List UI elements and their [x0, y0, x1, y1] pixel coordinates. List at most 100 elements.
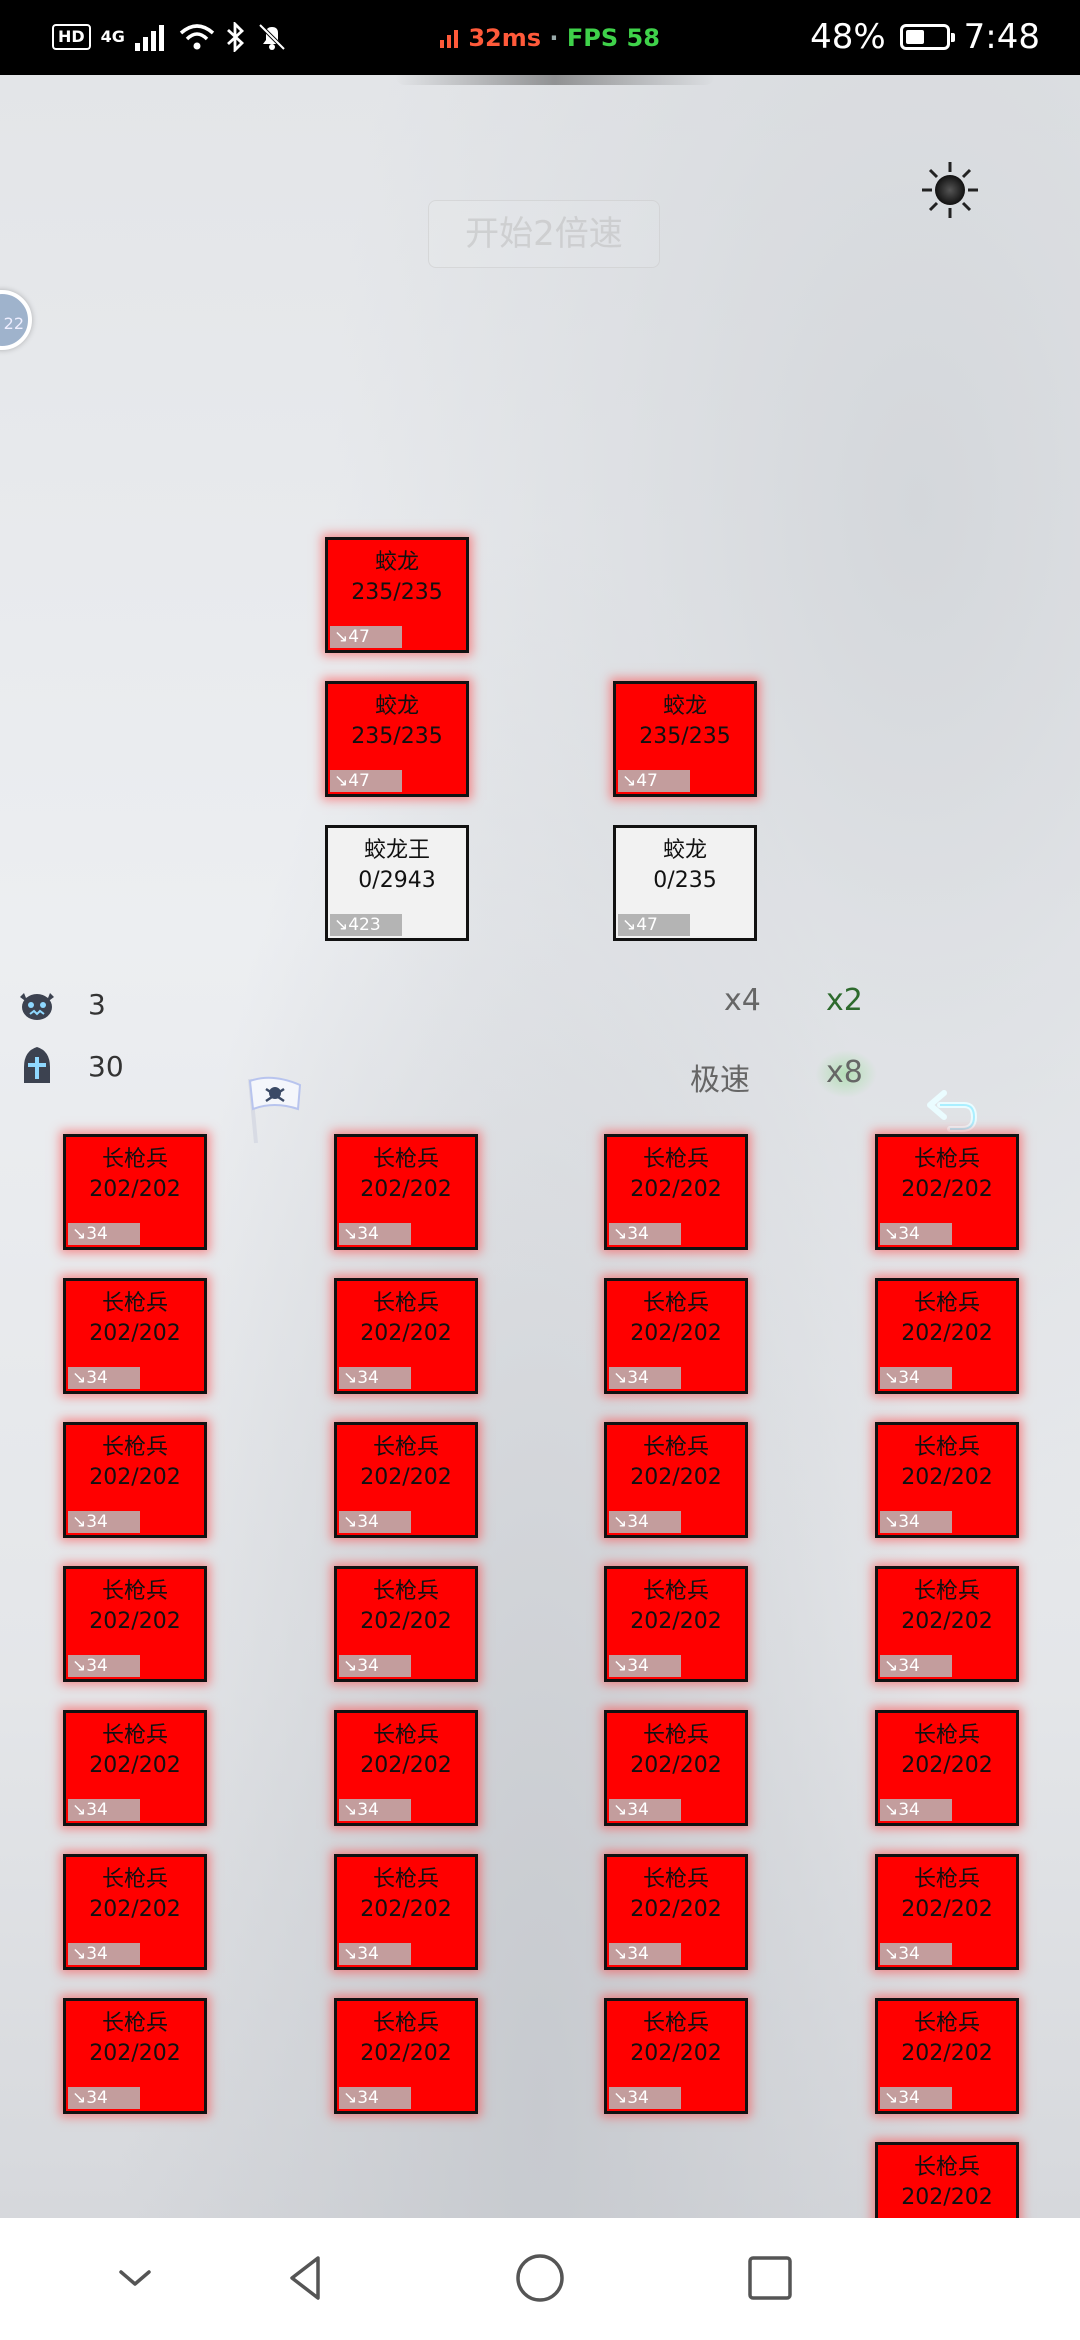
unit-name: 蛟龙王	[363, 838, 430, 863]
speed-x4-button[interactable]: x4	[724, 983, 761, 1018]
unit-name: 长枪兵	[642, 1579, 709, 1604]
enemy-unit-boss[interactable]: 蛟龙王 0/2943 ↘423	[325, 825, 469, 941]
collapse-chevron-icon[interactable]	[105, 2248, 165, 2308]
unit-name: 长枪兵	[101, 1147, 168, 1172]
pirate-flag-icon[interactable]	[242, 1073, 304, 1145]
speed-x8-button[interactable]: x8	[826, 1055, 863, 1090]
unit-attack: ↘34	[68, 1367, 140, 1389]
unit-name: 长枪兵	[642, 1291, 709, 1316]
unit-hp: 202/202	[630, 2041, 722, 2066]
unit-name: 长枪兵	[372, 1579, 439, 1604]
hd-indicator: HD	[52, 24, 91, 50]
unit-attack: ↘34	[339, 1943, 411, 1965]
performance-readout: 32ms · FPS 58	[440, 24, 680, 56]
undo-icon[interactable]	[922, 1083, 982, 1143]
soldier-unit[interactable]: 长枪兵 202/202 ↘34	[334, 1422, 478, 1538]
mute-bell-icon	[258, 23, 286, 51]
unit-name: 蛟龙	[374, 694, 419, 719]
sun-icon[interactable]	[920, 160, 980, 220]
clock: 7:48	[963, 17, 1040, 57]
unit-attack: ↘34	[880, 1655, 952, 1677]
soldier-count-icon	[24, 1047, 50, 1083]
unit-hp: 202/202	[360, 1465, 452, 1490]
unit-attack: ↘34	[339, 1511, 411, 1533]
unit-attack: ↘34	[68, 1943, 140, 1965]
unit-hp: 235/235	[639, 724, 731, 749]
enemy-count-icon	[20, 993, 54, 1020]
home-icon[interactable]	[510, 2248, 570, 2308]
start-double-speed-button[interactable]: 开始2倍速	[428, 200, 660, 268]
unit-name: 长枪兵	[101, 1723, 168, 1748]
unit-hp: 202/202	[89, 1897, 181, 1922]
enemy-unit[interactable]: 蛟龙 235/235 ↘47	[325, 537, 469, 653]
unit-name: 蛟龙	[662, 838, 707, 863]
unit-hp: 202/202	[360, 1177, 452, 1202]
enemy-unit[interactable]: 蛟龙 0/235 ↘47	[613, 825, 757, 941]
enemy-count: 3	[88, 988, 106, 1021]
unit-hp: 202/202	[901, 1177, 993, 1202]
battery-icon	[899, 24, 955, 50]
top-handle	[395, 75, 715, 85]
unit-name: 蛟龙	[374, 550, 419, 575]
unit-hp: 235/235	[351, 580, 443, 605]
separator: ·	[549, 24, 559, 52]
unit-name: 长枪兵	[913, 1147, 980, 1172]
recents-icon[interactable]	[740, 2248, 800, 2308]
battery-percent: 48%	[810, 17, 886, 57]
unit-hp: 202/202	[901, 2185, 993, 2210]
speed-x2-button[interactable]: x2	[826, 983, 863, 1018]
unit-name: 长枪兵	[101, 1291, 168, 1316]
network-type: 4G	[100, 27, 125, 46]
speed-max-button[interactable]: 极速	[690, 1063, 750, 1098]
unit-name: 长枪兵	[372, 1723, 439, 1748]
unit-name: 长枪兵	[913, 1291, 980, 1316]
back-icon[interactable]	[278, 2248, 338, 2308]
unit-hp: 235/235	[351, 724, 443, 749]
unit-attack: ↘34	[339, 1655, 411, 1677]
unit-name: 长枪兵	[913, 2155, 980, 2180]
bluetooth-icon	[226, 22, 244, 52]
unit-hp: 202/202	[630, 1753, 722, 1778]
unit-attack: ↘34	[609, 1223, 681, 1245]
game-area[interactable]: 开始2倍速 22 蛟龙 235/235 ↘47 蛟龙 235/235 ↘47 蛟…	[0, 75, 1080, 2218]
side-avatar[interactable]: 22	[0, 290, 32, 350]
unit-attack: ↘34	[880, 1943, 952, 1965]
wifi-icon	[179, 24, 215, 50]
soldier-count: 30	[88, 1050, 124, 1083]
enemy-unit[interactable]: 蛟龙 235/235 ↘47	[325, 681, 469, 797]
unit-name: 长枪兵	[913, 1435, 980, 1460]
unit-hp: 202/202	[901, 1465, 993, 1490]
unit-name: 长枪兵	[642, 2011, 709, 2036]
enemy-unit[interactable]: 蛟龙 235/235 ↘47	[613, 681, 757, 797]
unit-name: 长枪兵	[372, 1435, 439, 1460]
unit-attack: ↘34	[609, 1655, 681, 1677]
